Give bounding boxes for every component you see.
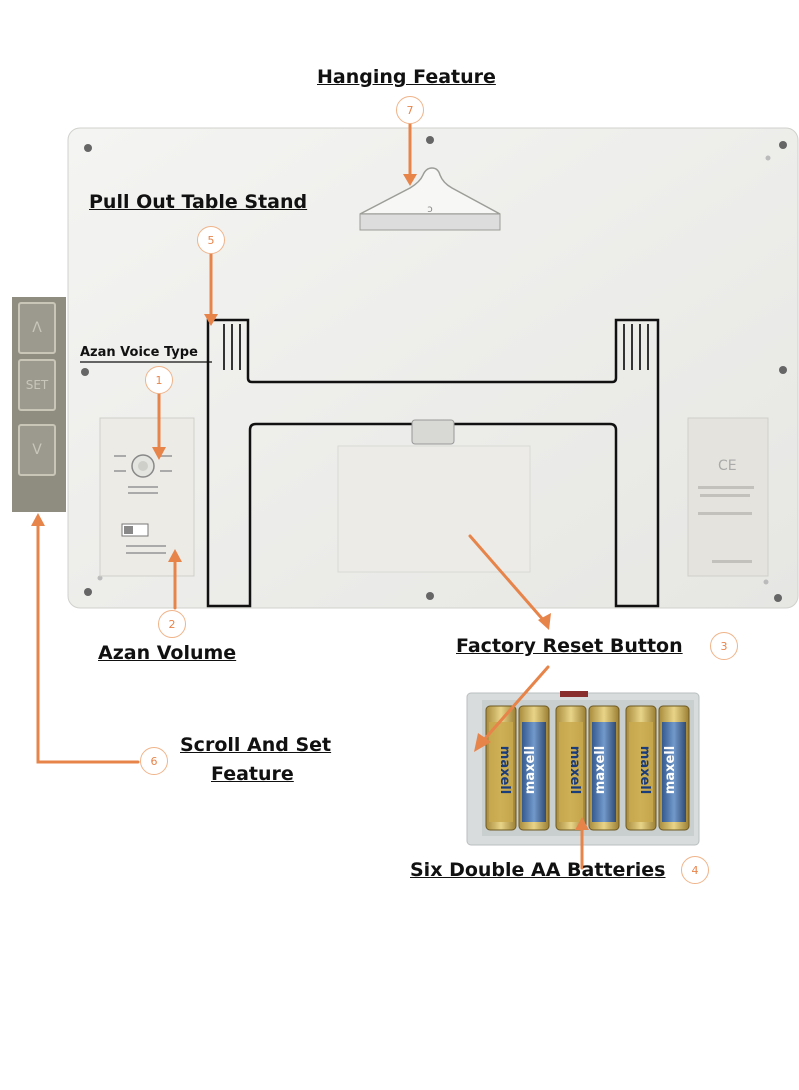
azan-volume-label: Azan Volume bbox=[98, 642, 237, 664]
marker-reset: 3 bbox=[710, 632, 738, 660]
azan-voice-label: Azan Voice Type bbox=[80, 345, 198, 360]
scroll-up-button[interactable]: Λ bbox=[18, 302, 56, 354]
marker-voice: 1 bbox=[145, 366, 173, 394]
battery-6: maxell bbox=[658, 705, 690, 831]
arrow-reset-upper bbox=[468, 534, 547, 624]
battery-2: maxell bbox=[518, 705, 550, 831]
battery-4: maxell bbox=[588, 705, 620, 831]
marker-hanging: 7 bbox=[396, 96, 424, 124]
table-stand-label: Pull Out Table Stand bbox=[89, 191, 308, 213]
sound-panel bbox=[99, 417, 195, 577]
battery-5: maxell bbox=[625, 705, 657, 831]
battery-brand-text: maxell bbox=[663, 746, 678, 794]
battery-latch bbox=[411, 419, 455, 445]
factory-reset-label: Factory Reset Button bbox=[456, 635, 683, 657]
scroll-set-label-line1: Scroll And Set bbox=[180, 734, 332, 756]
hanging-hook: ↄ bbox=[359, 167, 501, 231]
screws bbox=[81, 136, 787, 602]
set-button[interactable]: SET bbox=[18, 359, 56, 411]
battery-3: maxell bbox=[555, 705, 587, 831]
battery-brand-text: maxell bbox=[593, 746, 608, 794]
hanging-feature-label: Hanging Feature bbox=[317, 66, 496, 88]
battery-brand-text: maxell bbox=[523, 746, 538, 794]
battery-1: maxell bbox=[485, 705, 517, 831]
marker-stand: 5 bbox=[197, 226, 225, 254]
scroll-down-button[interactable]: V bbox=[18, 424, 56, 476]
battery-cover bbox=[337, 445, 531, 573]
marker-scroll: 6 bbox=[140, 747, 168, 775]
stand-outline bbox=[206, 318, 660, 608]
svg-text:CE: CE bbox=[718, 458, 737, 474]
battery-brand-text: maxell bbox=[637, 746, 652, 794]
arrow-reset-lower bbox=[480, 665, 550, 744]
marker-batteries: 4 bbox=[681, 856, 709, 884]
battery-brand-text: maxell bbox=[567, 746, 582, 794]
batteries-label: Six Double AA Batteries bbox=[410, 859, 666, 881]
marker-volume: 2 bbox=[158, 610, 186, 638]
svg-text:ↄ: ↄ bbox=[427, 204, 433, 215]
arrow-scroll bbox=[36, 522, 140, 764]
battery-brand-text: maxell bbox=[497, 746, 512, 794]
scroll-set-label-line2: Feature bbox=[211, 763, 294, 785]
